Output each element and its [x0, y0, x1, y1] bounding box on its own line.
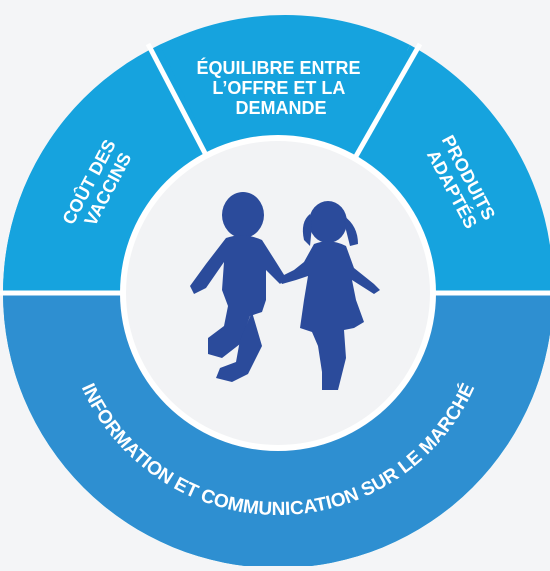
segment-balance-line-1: ÉQUILIBRE ENTRE — [196, 57, 360, 78]
segment-balance-line-3: DEMANDE — [235, 98, 326, 118]
center-circle — [126, 141, 430, 445]
segment-balance-label: ÉQUILIBRE ENTRE L’OFFRE ET LA DEMANDE — [196, 57, 365, 118]
children-running-silhouette-icon — [190, 192, 380, 390]
segment-balance-line-2: L’OFFRE ET LA — [212, 78, 345, 98]
